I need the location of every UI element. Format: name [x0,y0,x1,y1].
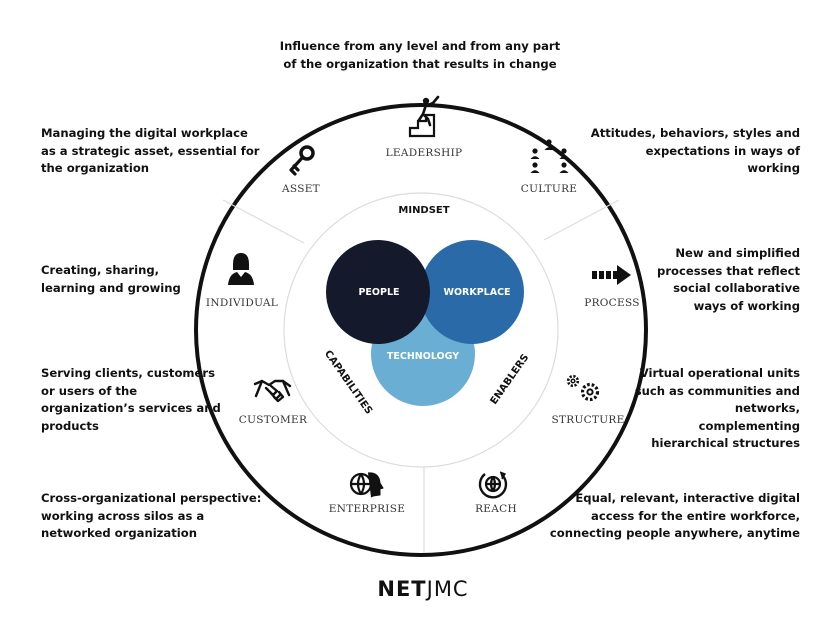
segment-label-process: PROCESS [584,297,640,309]
venn-people-circle [326,240,430,344]
description-leadership: Influence from any level and from any pa… [270,38,570,73]
description-line: processes that reflect [657,263,800,278]
description-line: Equal, relevant, interactive digital [575,491,800,505]
description-line: connecting people anywhere, anytime [549,526,800,540]
description-structure: Virtual operational units such as commun… [635,365,800,453]
description-line: Attitudes, behaviors, styles and [590,126,800,140]
description-line: of the organization that results in chan… [283,56,557,71]
venn-workplace-circle [420,240,524,344]
description-line: expectations in ways of [645,143,800,158]
brand-logo-bold: NET [377,577,427,601]
description-line: working across silos as a [41,508,205,523]
description-line: the organization [41,161,150,175]
description-line: hierarchical structures [651,436,800,450]
description-line: Cross-organizational perspective: [41,491,262,505]
description-culture: Attitudes, behaviors, styles and expecta… [591,125,800,178]
description-line: Serving clients, customers [41,366,215,380]
segment-label-structure: STRUCTURE [551,414,624,426]
mindset-label: MINDSET [398,205,449,216]
description-line: such as communities and [634,383,800,398]
globe-refresh-icon [478,471,508,499]
description-line: Influence from any level and from any pa… [279,39,561,53]
segment-label-reach: REACH [475,503,517,515]
description-line: products [41,418,99,433]
key-icon [289,145,315,176]
stairs-person-icon [408,95,440,138]
description-line: ways of working [693,298,800,313]
segment-label-leadership: LEADERSHIP [386,147,463,159]
description-asset: Managing the digital workplace as a stra… [41,125,260,178]
description-line: New and simplified [675,246,800,260]
description-line: complementing [698,418,800,433]
description-line: Creating, sharing, [41,263,160,277]
segment-label-culture: CULTURE [521,183,578,195]
description-line: access for the entire workforce, [591,508,800,523]
description-line: working [747,161,800,175]
description-line: networked organization [41,526,197,540]
segment-label-individual: INDIVIDUAL [206,297,278,309]
venn-people-label: PEOPLE [358,287,399,298]
description-line: Managing the digital workplace [41,126,248,140]
inner-ring [283,192,559,468]
segment-label-customer: CUSTOMER [239,414,308,426]
brand-logo-light: JMC [426,577,469,601]
people-group-icon [530,139,569,173]
description-line: learning and growing [41,280,181,295]
description-line: as a strategic asset, essential for [41,143,260,158]
handshake-icon [253,379,292,403]
description-customer: Serving clients, customers or users of t… [41,365,221,435]
description-enterprise: Cross-organizational perspective: workin… [41,490,261,543]
description-line: Virtual operational units [639,366,800,380]
description-line: networks, [734,401,800,415]
segment-label-asset: ASSET [281,183,320,195]
divider-line [222,199,305,244]
description-process: New and simplified processes that reflec… [657,245,800,315]
arrow-icon [592,265,631,285]
segment-label-enterprise: ENTERPRISE [329,503,405,515]
gears-icon [566,374,600,402]
divider-line [543,199,620,241]
description-line: social collaborative [673,281,800,295]
description-reach: Equal, relevant, interactive digital acc… [550,490,800,543]
description-individual: Creating, sharing, learning and growing [41,262,181,297]
venn-technology-label: TECHNOLOGY [387,351,459,362]
venn-workplace-label: WORKPLACE [443,287,510,298]
person-icon [228,253,254,285]
description-line: or users of the [41,383,138,398]
brand-logo: NETJMC [358,577,488,601]
description-line: organization’s services and [41,401,221,415]
globe-head-icon [349,472,384,498]
